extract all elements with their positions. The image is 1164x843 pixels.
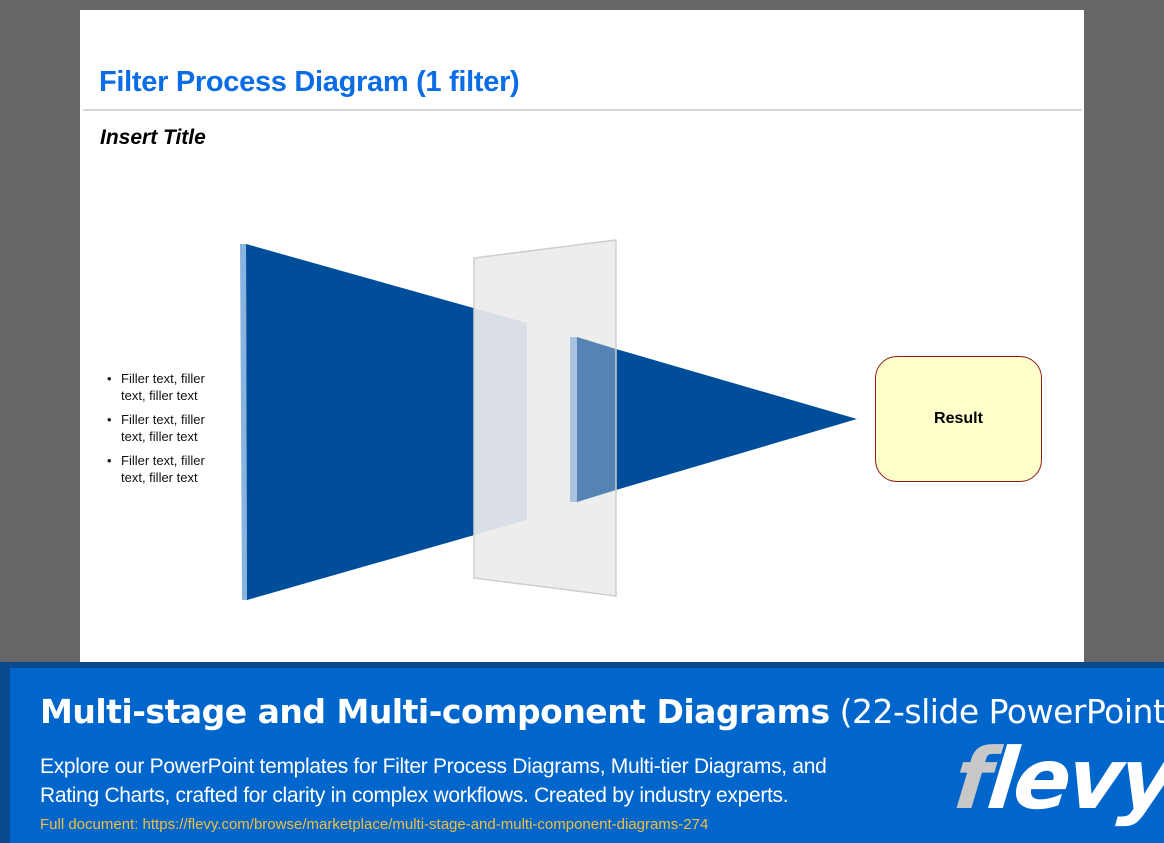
full-document-link[interactable]: Full document: https://flevy.com/browse/…: [40, 816, 709, 833]
slide-subtitle: Insert Title: [100, 126, 206, 149]
input-funnel-edge: [240, 244, 247, 600]
logo-rest: levy: [983, 730, 1164, 828]
slide: Filter Process Diagram (1 filter) Insert…: [80, 10, 1084, 670]
input-funnel: [246, 244, 527, 600]
filter-panel: [473, 239, 617, 597]
promo-banner: Multi-stage and Multi-component Diagrams…: [0, 662, 1164, 843]
filter-diagram: [240, 239, 857, 600]
banner-title: Multi-stage and Multi-component Diagrams…: [40, 692, 1164, 731]
slide-title: Filter Process Diagram (1 filter): [99, 66, 520, 98]
bullet-item: Filler text, filler text, filler text: [106, 411, 226, 445]
bullet-list: Filler text, filler text, filler text Fi…: [106, 370, 226, 493]
banner-description: Explore our PowerPoint templates for Fil…: [40, 755, 827, 807]
banner-panel: Multi-stage and Multi-component Diagrams…: [10, 668, 1164, 843]
output-funnel: [616, 349, 857, 490]
result-box: Result: [875, 356, 1042, 482]
title-divider: [83, 109, 1082, 111]
bullet-item: Filler text, filler text, filler text: [106, 452, 226, 486]
banner-title-suffix: (22-slide PowerPoint): [839, 692, 1164, 731]
bullet-item: Filler text, filler text, filler text: [106, 370, 226, 404]
banner-title-main: Multi-stage and Multi-component Diagrams: [40, 692, 830, 731]
flevy-logo[interactable]: flevy: [950, 730, 1164, 828]
output-funnel-behind: [577, 337, 616, 502]
result-label: Result: [934, 410, 983, 427]
output-funnel-edge: [570, 337, 577, 502]
